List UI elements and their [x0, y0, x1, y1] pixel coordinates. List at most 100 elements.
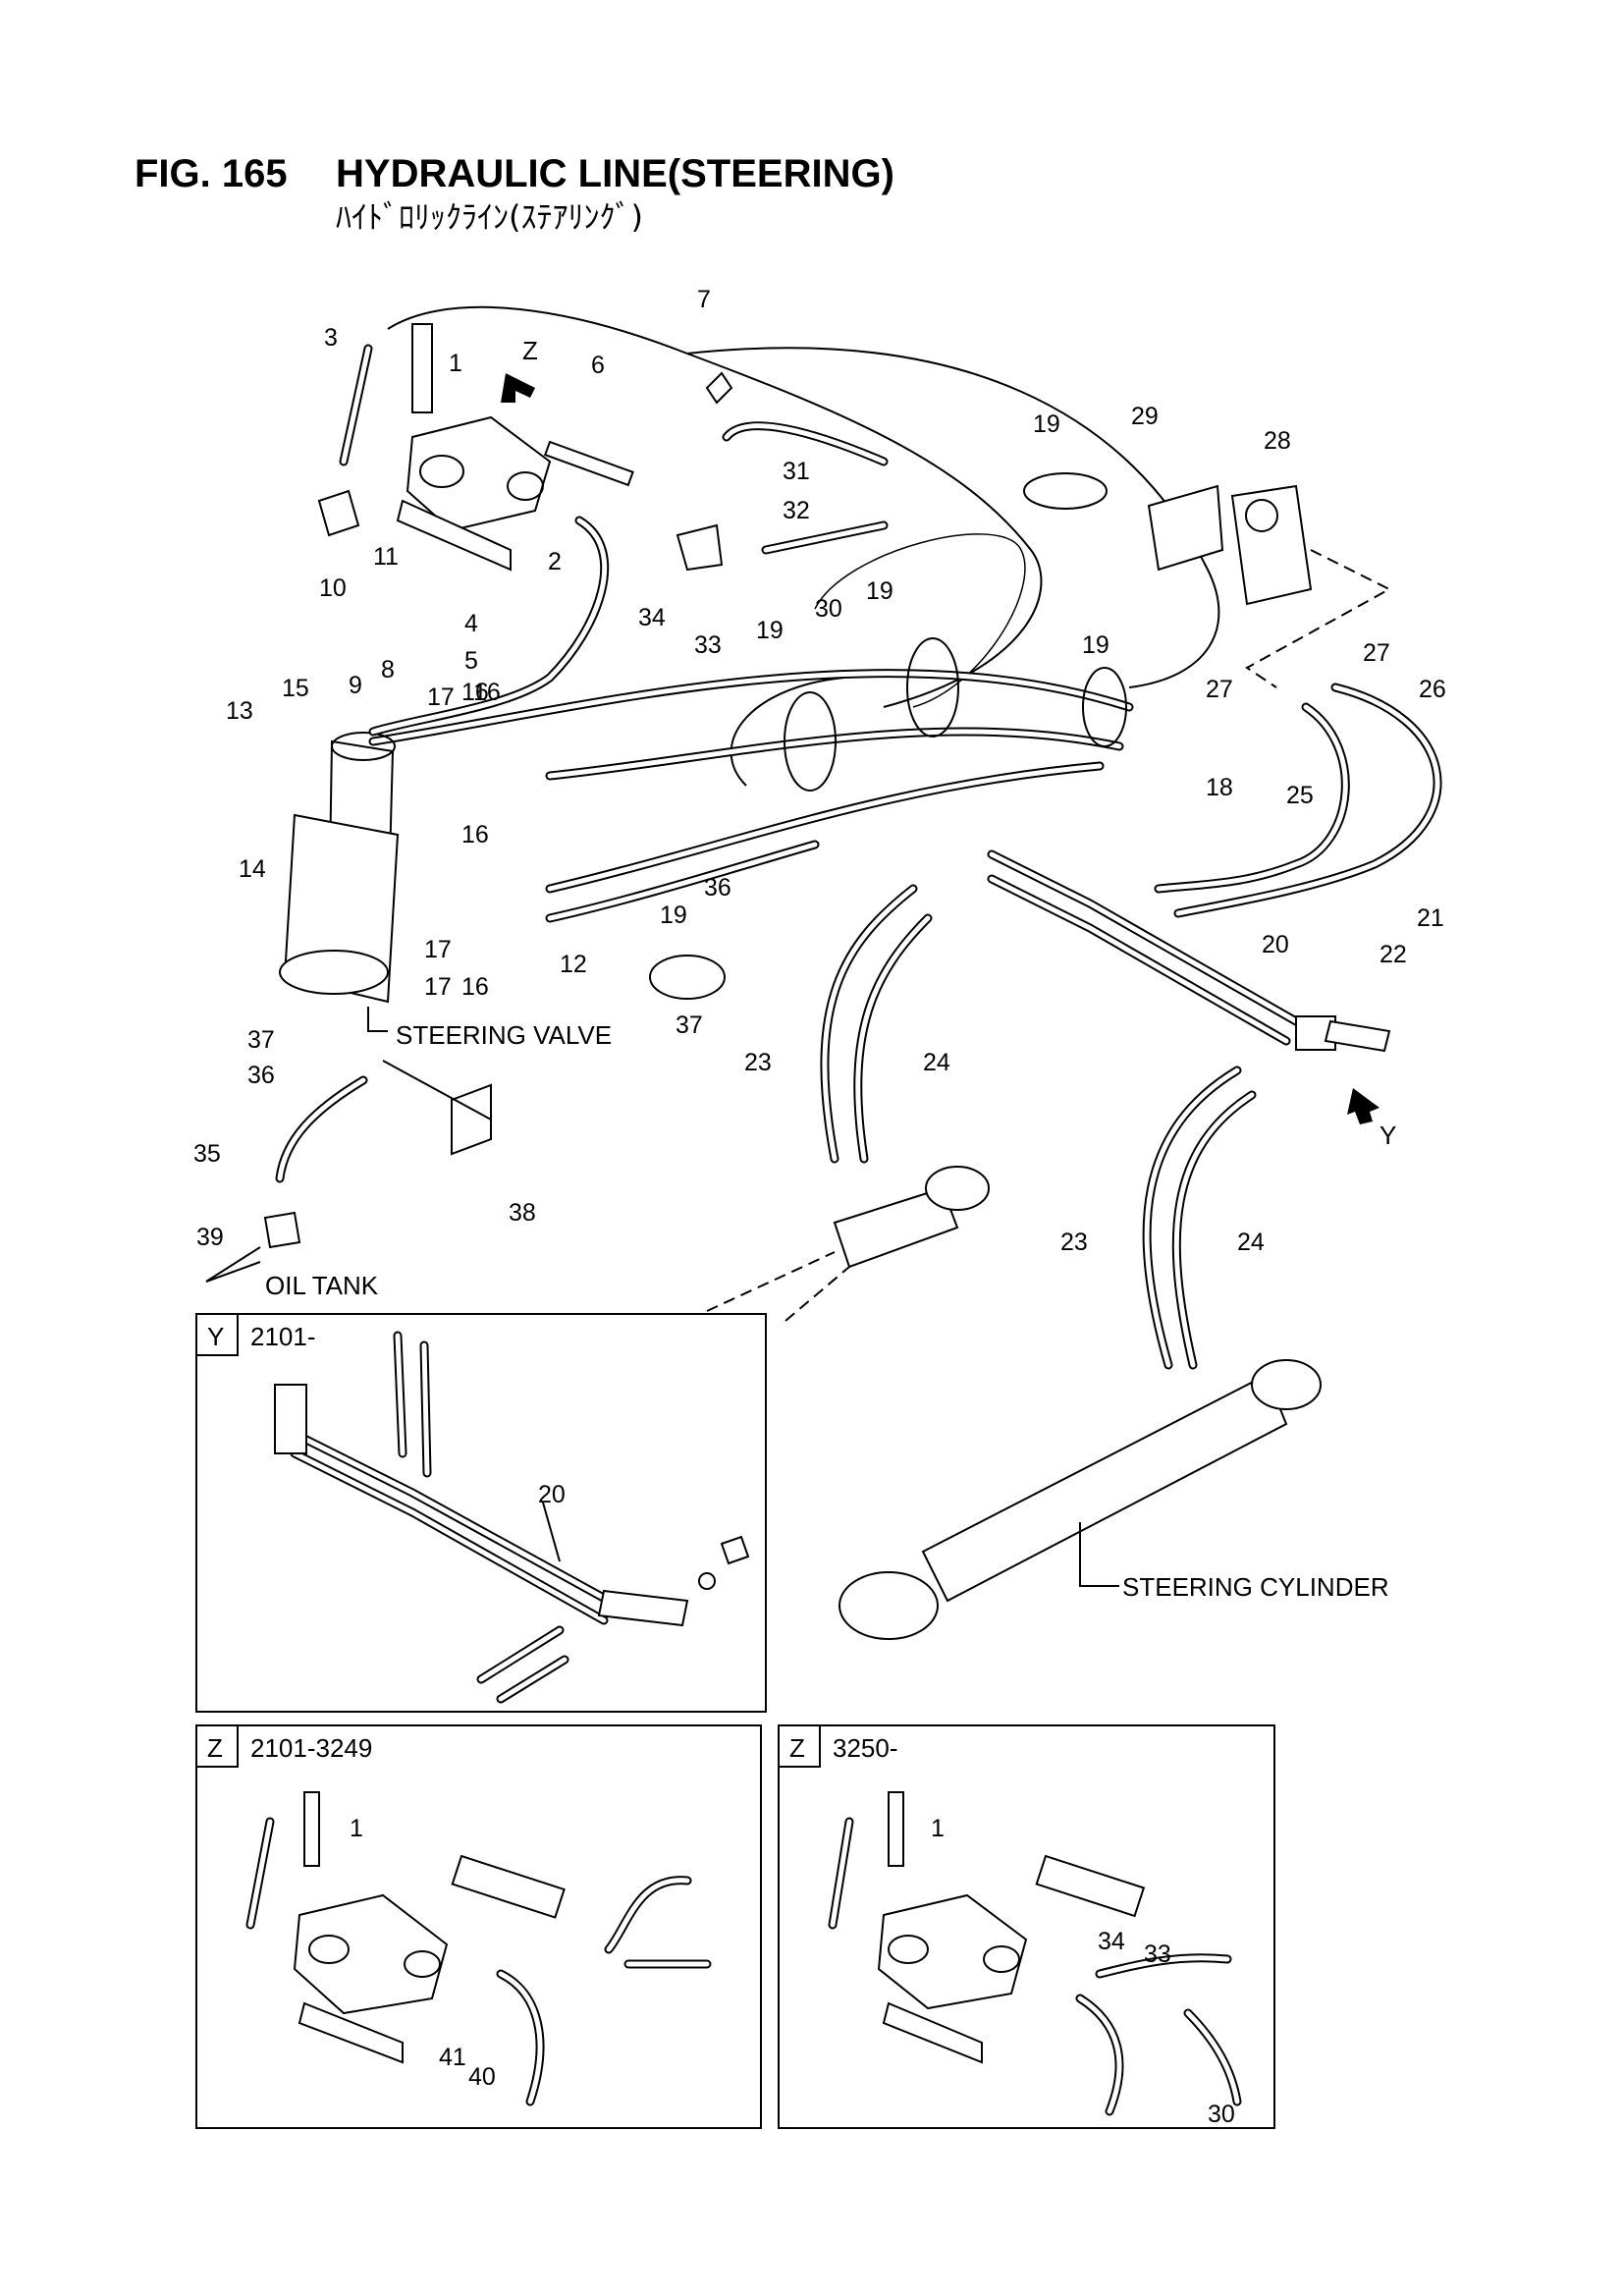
- steering-cylinder-body: [921, 1373, 1288, 1603]
- inset-z2-tag: Z: [789, 1733, 805, 1763]
- callout: 1: [350, 1815, 363, 1842]
- callout: 24: [1237, 1229, 1265, 1256]
- inset-z2-valve-block: [877, 1893, 1028, 2010]
- valve-port-b: [507, 471, 544, 501]
- callout: 17: [424, 936, 452, 963]
- steering-valve-cap: [331, 732, 396, 761]
- inset-y-bolt: [720, 1535, 750, 1565]
- clamp-19e: [649, 955, 726, 1000]
- callout: 3: [324, 324, 338, 352]
- bracket-2: [396, 499, 512, 572]
- figure-subtitle: ﾊｲﾄﾞﾛﾘｯｸﾗｲﾝ(ｽﾃｱﾘﾝｸﾞ): [336, 198, 643, 236]
- inset-z1-frame: [195, 1724, 762, 2129]
- bracket-36: [451, 1083, 492, 1156]
- label-oil-tank: OIL TANK: [265, 1271, 379, 1300]
- main-callouts: 1 2 3 4 5 6 7 8 9 10 11 12 13 14 15 16 1…: [193, 286, 1446, 1256]
- callout: 31: [783, 458, 810, 485]
- callout: 30: [815, 595, 842, 623]
- bolt-3: [411, 323, 433, 413]
- elbow-10: [317, 489, 360, 537]
- callout: 36: [247, 1062, 275, 1089]
- inset-z2-port-b: [983, 1945, 1020, 1973]
- hose-35: [275, 1075, 368, 1183]
- hose-25: [1154, 702, 1350, 894]
- tank-bottom: [730, 677, 845, 787]
- callout: 17: [424, 973, 452, 1001]
- callout: 26: [1419, 676, 1446, 703]
- leader-oil-tank: [205, 1246, 261, 1283]
- inset-y-washer: [698, 1572, 716, 1590]
- view-mark-z: Z: [522, 336, 538, 365]
- callout: 20: [1262, 931, 1289, 958]
- callout: 34: [638, 604, 666, 631]
- inset-z2-plate: [1035, 1854, 1146, 1918]
- callout: 21: [1417, 904, 1444, 932]
- cylinder-upper-dash-b: [784, 1266, 850, 1322]
- callout: 16: [461, 679, 489, 706]
- callout: 8: [381, 656, 395, 683]
- callout: 19: [1033, 410, 1060, 438]
- callout: 36: [704, 874, 731, 902]
- figure-title: HYDRAULIC LINE(STEERING): [336, 152, 894, 195]
- callout: 29: [1131, 403, 1159, 430]
- callout: 16: [473, 679, 501, 706]
- callout: 1: [931, 1815, 945, 1842]
- dash-connector-28: [1245, 549, 1392, 688]
- callout: 37: [247, 1026, 275, 1054]
- tank-outline-2: [686, 347, 1220, 688]
- callout: 39: [196, 1224, 224, 1251]
- bolt-7: [705, 371, 733, 405]
- steering-cylinder-eye: [1251, 1359, 1322, 1410]
- callout: 30: [1208, 2101, 1235, 2128]
- callout: 19: [866, 577, 893, 605]
- callout: 20: [538, 1481, 566, 1508]
- bracket-20-tab: [1324, 1019, 1391, 1053]
- inset-z2-bolt: [888, 1791, 904, 1867]
- inset-z2-tag-box: [778, 1724, 821, 1768]
- block-28-cap: [1245, 499, 1278, 532]
- callout: 12: [560, 951, 587, 978]
- callout: 22: [1380, 941, 1407, 968]
- inset-z1-plate: [451, 1854, 566, 1919]
- inset-z2-frame: [778, 1724, 1275, 2129]
- inset-z2: Z 3250- 1 34 33 30: [778, 1724, 1275, 2129]
- inset-y-range: 2101-: [250, 1322, 316, 1351]
- inset-z1-port-a: [308, 1935, 350, 1964]
- callout: 16: [461, 821, 489, 848]
- callout: 7: [697, 286, 711, 313]
- callout: 18: [1206, 774, 1233, 801]
- elbow-39: [263, 1211, 301, 1249]
- callout: 33: [694, 631, 722, 659]
- tank-outline: [387, 305, 1043, 708]
- callout: 19: [756, 617, 784, 644]
- steering-cylinder-rod-eye: [839, 1571, 939, 1640]
- clamp-19c: [784, 691, 837, 792]
- cylinder-upper-dash-a: [706, 1251, 836, 1312]
- clamp-19b: [906, 637, 959, 738]
- leader-steering-cylinder: [1079, 1522, 1119, 1587]
- valve-port-a: [419, 455, 464, 488]
- inset-y-bracket-right: [597, 1589, 689, 1627]
- inset-y-tag: Y: [207, 1322, 224, 1351]
- hose-24-upper: [853, 913, 933, 1164]
- callout: 17: [427, 683, 455, 711]
- callout: 14: [239, 855, 266, 883]
- callout: 27: [1206, 676, 1233, 703]
- callout: 23: [1060, 1229, 1088, 1256]
- inset-z1-bracket: [298, 2001, 404, 2064]
- label-steering-valve: STEERING VALVE: [396, 1020, 612, 1050]
- plate-6: [543, 440, 634, 487]
- callout: 40: [468, 2063, 496, 2091]
- callout: 1: [449, 350, 462, 377]
- label-steering-cylinder: STEERING CYLINDER: [1122, 1572, 1389, 1602]
- callout: 9: [349, 672, 362, 699]
- inset-z2-range: 3250-: [833, 1733, 898, 1763]
- inset-z1-port-b: [404, 1950, 441, 1978]
- callout: 23: [744, 1049, 772, 1076]
- view-mark-y: Y: [1380, 1121, 1396, 1150]
- main-view: 1 2 3 4 5 6 7 8 9 10 11 12 13 14 15 16 1…: [193, 286, 1446, 1640]
- callout: 33: [1144, 1941, 1171, 1968]
- inset-z1-range: 2101-3249: [250, 1733, 372, 1763]
- tank-inner: [814, 533, 1026, 708]
- callout: 11: [373, 543, 399, 571]
